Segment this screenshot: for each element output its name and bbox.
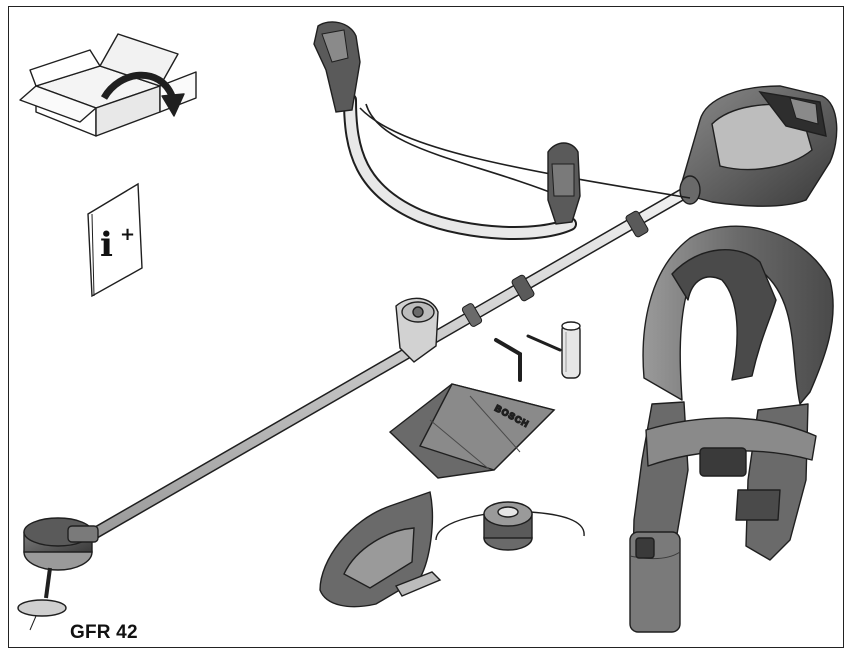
info-symbol: i [100,225,113,265]
diagram-frame [8,6,844,648]
blade-guard [319,491,442,608]
trimmer-spool [435,501,585,551]
motor-housing [679,85,838,207]
info-plus-symbol: + [120,224,135,245]
model-label: GFR 42 [70,622,138,643]
allen-key [494,334,562,382]
trimmer-shaft [84,184,696,542]
spare-pin [561,321,581,379]
unpack-box-icon [19,33,197,137]
shoulder-harness [629,225,834,633]
instruction-manual-icon: i + [87,182,143,298]
cutting-head [17,517,99,631]
tool-bag: BOSCH [388,383,556,479]
bike-handle [313,21,691,363]
